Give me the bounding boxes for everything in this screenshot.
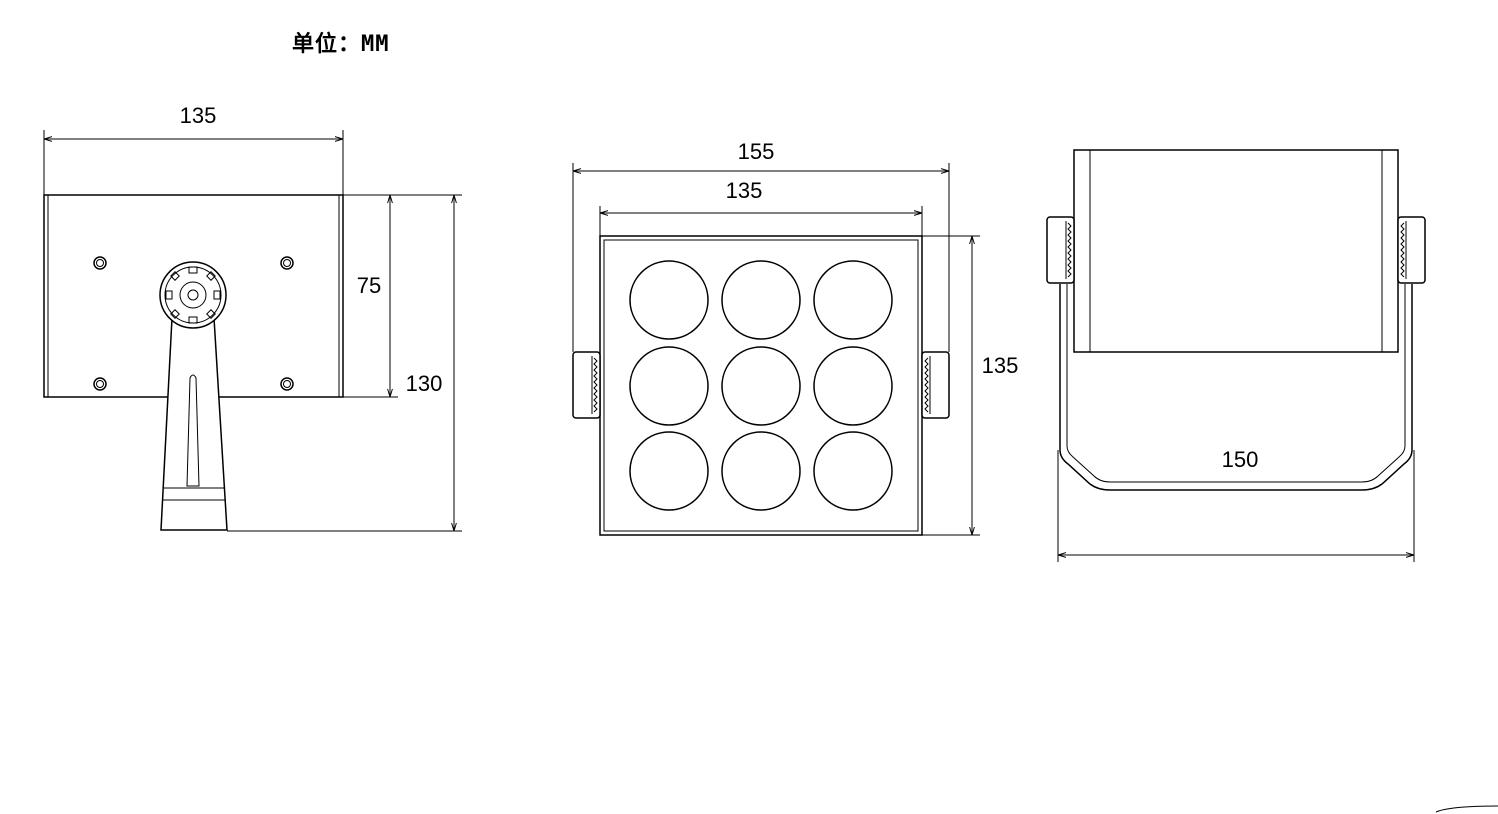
- lens: [629, 431, 709, 511]
- front-body: [599, 235, 923, 536]
- front-height-dimension: 135: [922, 235, 1019, 536]
- lens: [813, 260, 893, 340]
- front-inner-width-label: 135: [726, 178, 763, 203]
- front-side-knobs: [572, 351, 950, 419]
- unit-label: 单位：MM: [292, 32, 390, 57]
- lens: [629, 260, 709, 340]
- rear-body: [1073, 149, 1399, 353]
- side-view: 135 75 130: [43, 103, 462, 532]
- side-total-height-label: 130: [406, 371, 443, 396]
- side-bracket: [159, 261, 228, 531]
- front-view: 155 135 135: [572, 139, 1019, 536]
- side-width-label: 135: [180, 103, 217, 128]
- front-outer-width-label: 155: [738, 139, 775, 164]
- corner-mark: [1435, 805, 1498, 813]
- front-outer-width-dimension: 155: [572, 139, 950, 352]
- lens: [629, 346, 709, 426]
- lens: [721, 260, 801, 340]
- side-body-height-dimension: 75: [343, 194, 398, 398]
- side-total-height-dimension: 130: [227, 194, 462, 532]
- screw-holes: [93, 256, 294, 391]
- rear-bracket-width-label: 150: [1222, 447, 1259, 472]
- rear-bracket-width-dimension: 150: [1057, 447, 1415, 562]
- lens: [813, 431, 893, 511]
- lens: [813, 346, 893, 426]
- rear-bracket: [1059, 284, 1413, 491]
- front-inner-width-dimension: 135: [599, 178, 923, 236]
- lens: [721, 431, 801, 511]
- front-height-label: 135: [982, 353, 1019, 378]
- rear-view: 150: [1046, 149, 1426, 562]
- lens-grid: [629, 260, 893, 511]
- rear-side-knobs: [1046, 216, 1426, 284]
- lens: [721, 346, 801, 426]
- side-width-dimension: 135: [43, 103, 344, 195]
- side-body-height-label: 75: [357, 273, 381, 298]
